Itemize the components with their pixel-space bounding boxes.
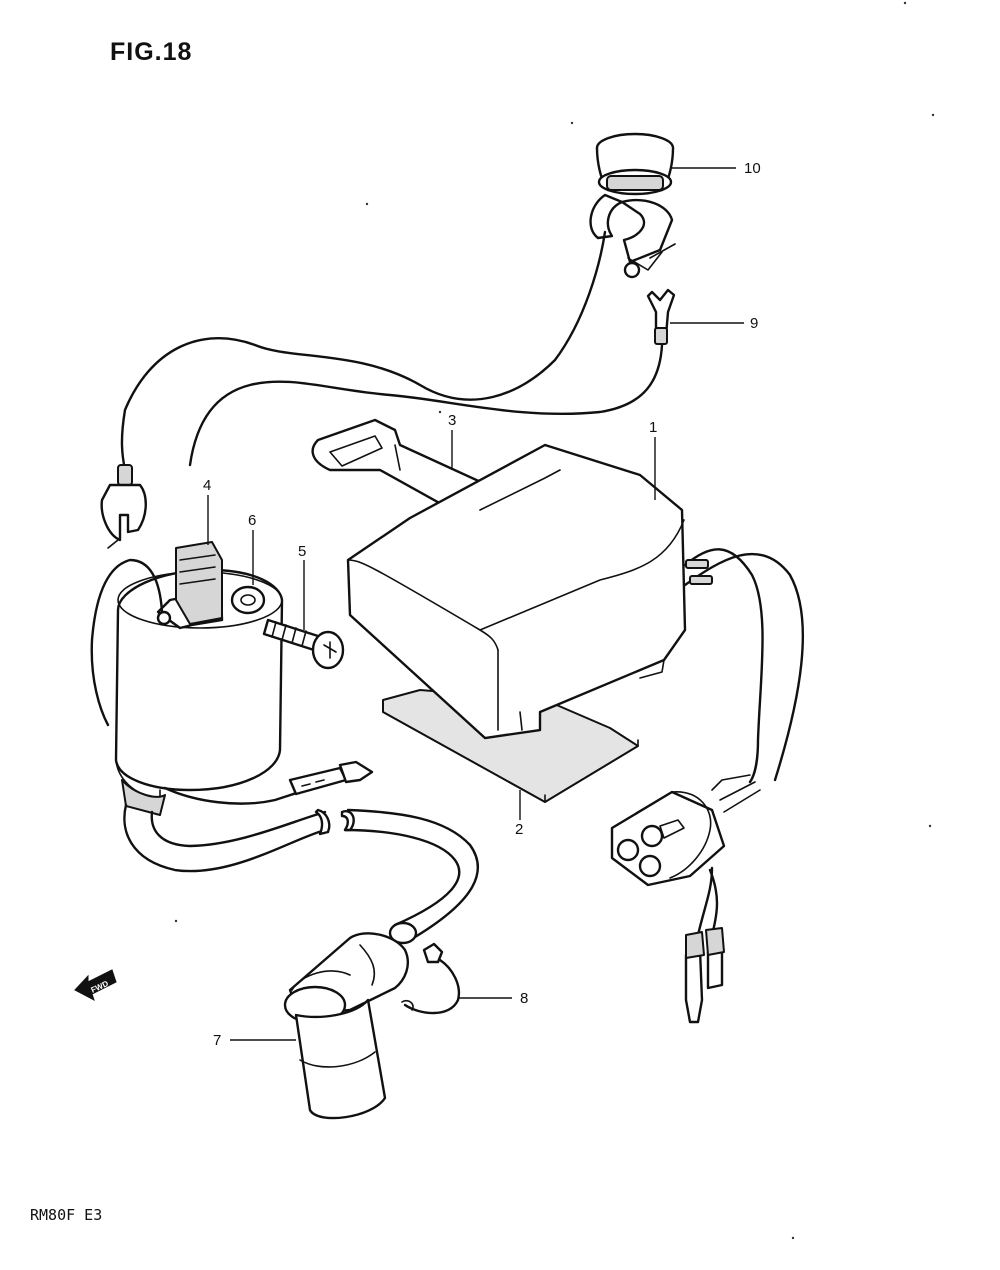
- callout-7: 7: [213, 1032, 221, 1049]
- coil-primary-wire: [90, 558, 164, 727]
- callout-1: 1: [649, 419, 657, 436]
- callout-4: 4: [203, 477, 211, 494]
- callout-10: 10: [744, 160, 761, 177]
- scan-specks: [174, 1, 935, 1240]
- switch-wire-a: [120, 230, 607, 472]
- coil-lead-connector[interactable]: [288, 760, 374, 796]
- figure-title: FIG.18: [110, 38, 193, 66]
- cdi-harness-a: [683, 548, 764, 784]
- callout-5: 5: [298, 543, 306, 560]
- kill-switch[interactable]: [589, 132, 676, 279]
- cdi-coupler[interactable]: [610, 774, 761, 887]
- leader-lines: [207, 167, 744, 1041]
- plug-ground-wire[interactable]: [401, 942, 461, 1015]
- spark-plug-cap[interactable]: [283, 932, 409, 1120]
- callout-numbers: 10 9 1 3 2 4 6 5 7 8: [203, 160, 761, 1049]
- callout-2: 2: [515, 821, 523, 838]
- coupler-lead-a: [696, 866, 714, 937]
- cdi-wire-sleeves: [685, 559, 713, 585]
- cdi-harness-b: [683, 552, 804, 782]
- ground-terminal[interactable]: [100, 464, 147, 549]
- callout-6: 6: [248, 512, 256, 529]
- high-tension-cord[interactable]: [123, 803, 479, 945]
- spade-terminal-9[interactable]: [646, 288, 676, 345]
- callout-8: 8: [520, 990, 528, 1007]
- model-code: RM80F E3: [30, 1206, 103, 1224]
- bolt[interactable]: [262, 618, 345, 670]
- callout-9: 9: [750, 315, 758, 332]
- ignition-coil[interactable]: [114, 541, 284, 816]
- callout-3: 3: [448, 412, 456, 429]
- forward-arrow-icon: FWD: [74, 969, 117, 1002]
- washer[interactable]: [230, 585, 266, 615]
- switch-wire-b: [188, 343, 664, 467]
- bullet-terminals[interactable]: [684, 927, 725, 1024]
- cdi-unit[interactable]: [346, 443, 687, 740]
- pad[interactable]: [382, 689, 639, 803]
